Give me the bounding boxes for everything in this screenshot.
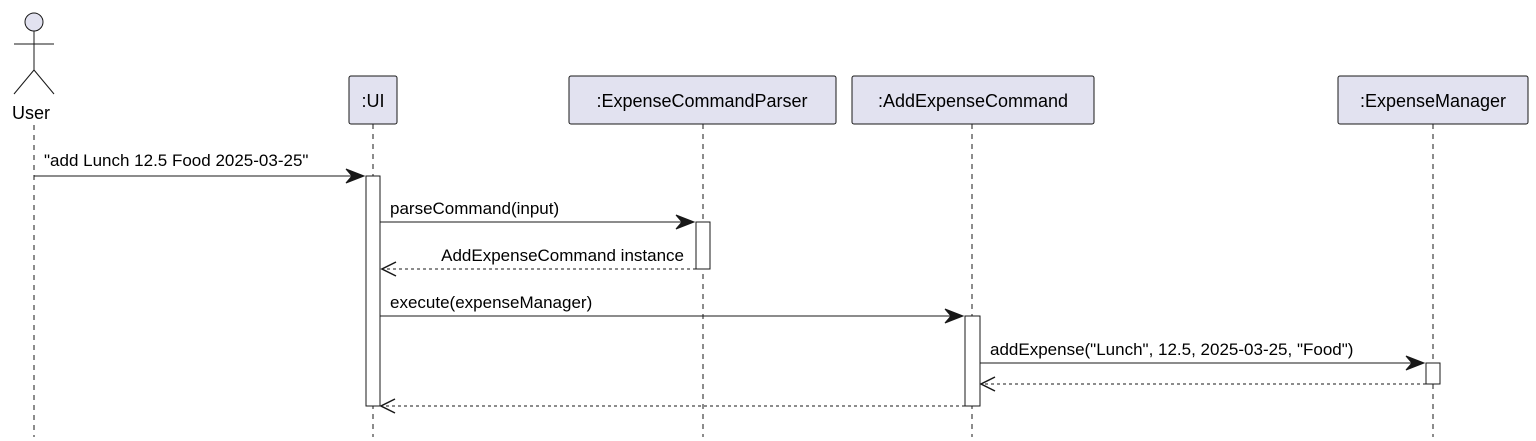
message-parse-command: parseCommand(input) [380, 199, 696, 230]
participant-label: :ExpenseCommandParser [596, 91, 807, 111]
activation-ui [365, 175, 381, 407]
arrow-left-icon [379, 398, 396, 414]
participant-label: :AddExpenseCommand [878, 91, 1068, 111]
activation-cmd [964, 315, 981, 407]
arrow-right-icon [1405, 355, 1426, 371]
actor-left-leg [13, 69, 35, 95]
message-label: AddExpenseCommand instance [441, 246, 684, 265]
message-label: parseCommand(input) [390, 199, 559, 218]
participant-box [348, 75, 398, 125]
participant-box [851, 75, 1095, 125]
arrow-left-icon [380, 261, 397, 277]
activation-parser [695, 221, 711, 270]
message-execute: execute(expenseManager) [380, 293, 965, 324]
participant-ui: :UI [348, 75, 398, 125]
message-label: "add Lunch 12.5 Food 2025-03-25" [44, 151, 308, 170]
participant-box [1337, 75, 1529, 125]
participant-box [568, 75, 837, 125]
actor-right-leg [33, 69, 55, 95]
actor-label: User [12, 103, 50, 123]
message-user-input: "add Lunch 12.5 Food 2025-03-25" [34, 151, 366, 184]
arrow-left-icon [979, 376, 996, 392]
arrow-right-icon [944, 308, 965, 324]
arrow-right-icon [675, 214, 696, 230]
participant-cmd: :AddExpenseCommand [851, 75, 1095, 125]
activation-mgr [1425, 362, 1441, 385]
message-return-command [379, 398, 965, 414]
participant-label: :UI [361, 91, 384, 111]
participant-label: :ExpenseManager [1360, 91, 1506, 111]
participant-parser: :ExpenseCommandParser [568, 75, 837, 125]
arrow-right-icon [345, 168, 366, 184]
participant-mgr: :ExpenseManager [1337, 75, 1529, 125]
actor-user: User [12, 12, 55, 123]
message-return-instance: AddExpenseCommand instance [380, 246, 696, 277]
message-label: addExpense("Lunch", 12.5, 2025-03-25, "F… [990, 340, 1353, 359]
actor-head-icon [24, 12, 44, 32]
message-add-expense: addExpense("Lunch", 12.5, 2025-03-25, "F… [980, 340, 1426, 371]
message-return-manager [979, 376, 1426, 392]
message-label: execute(expenseManager) [390, 293, 592, 312]
